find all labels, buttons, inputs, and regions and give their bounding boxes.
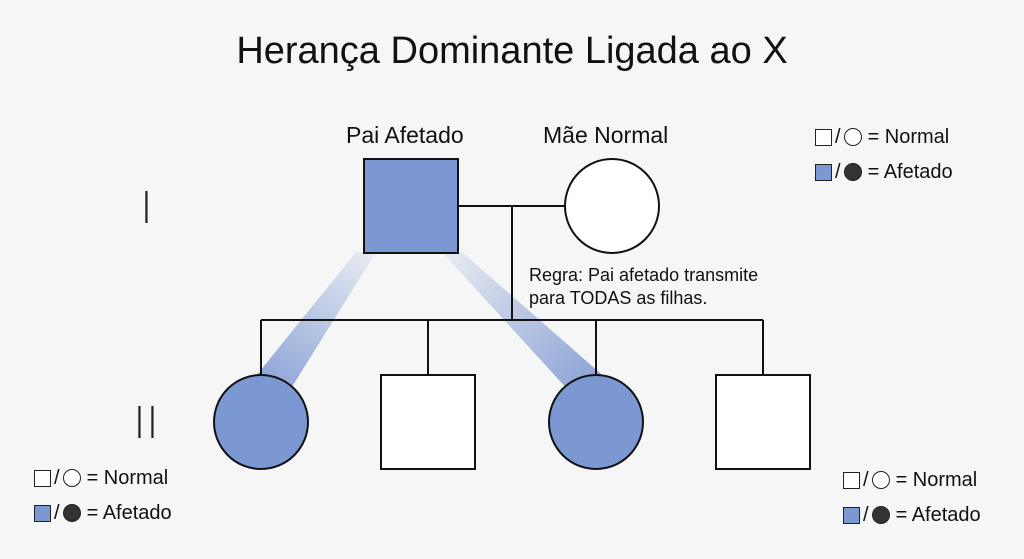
normal-circle-icon bbox=[871, 471, 890, 489]
normal-square-icon bbox=[815, 128, 832, 146]
father-label: Pai Afetado bbox=[346, 122, 464, 148]
legend-row-affected: / = Afetado bbox=[34, 500, 172, 526]
legend-bottom-right: / = Normal / = Afetado bbox=[843, 467, 981, 537]
affected-circle-icon bbox=[62, 504, 81, 522]
legend-slash: / bbox=[835, 125, 841, 148]
legend-slash: / bbox=[863, 503, 869, 526]
generation-label-i: I bbox=[140, 183, 153, 234]
legend-slash: / bbox=[835, 160, 841, 183]
transmission-beam-right bbox=[442, 252, 608, 392]
mother-normal-circle bbox=[564, 158, 660, 254]
rule-line-2: para TODAS as filhas. bbox=[529, 288, 708, 308]
legend-row-normal: / = Normal bbox=[34, 465, 172, 491]
affected-square-icon bbox=[34, 504, 51, 522]
legend-row-affected: / = Afetado bbox=[843, 502, 981, 528]
legend-row-normal: / = Normal bbox=[815, 124, 953, 150]
normal-circle-icon bbox=[843, 128, 862, 146]
normal-circle-icon bbox=[62, 469, 81, 487]
son-2-normal-square bbox=[715, 374, 811, 470]
rule-line-1: Regra: Pai afetado transmite bbox=[529, 265, 759, 285]
mother-label: Mãe Normal bbox=[543, 122, 669, 148]
legend-row-normal: / = Normal bbox=[843, 467, 981, 493]
daughter-1-affected-circle bbox=[213, 374, 309, 470]
generation-label-ii: II bbox=[133, 398, 159, 449]
legend-row-affected: / = Afetado bbox=[815, 159, 953, 185]
legend-affected-label: = Afetado bbox=[895, 503, 981, 526]
legend-top-right: / = Normal / = Afetado bbox=[815, 124, 953, 194]
normal-square-icon bbox=[34, 469, 51, 487]
affected-circle-icon bbox=[843, 163, 862, 181]
legend-normal-label: = Normal bbox=[895, 468, 978, 491]
legend-bottom-left: / = Normal / = Afetado bbox=[34, 465, 172, 535]
normal-square-icon bbox=[843, 471, 860, 489]
legend-affected-label: = Afetado bbox=[86, 501, 172, 524]
legend-affected-label: = Afetado bbox=[867, 160, 953, 183]
inheritance-rule: Regra: Pai afetado transmite para TODAS … bbox=[529, 264, 758, 310]
page-title: Herança Dominante Ligada ao X bbox=[236, 30, 788, 72]
legend-normal-label: = Normal bbox=[86, 466, 169, 489]
legend-normal-label: = Normal bbox=[867, 125, 950, 148]
affected-square-icon bbox=[815, 163, 832, 181]
affected-square-icon bbox=[843, 506, 860, 524]
legend-slash: / bbox=[54, 501, 60, 524]
legend-slash: / bbox=[863, 468, 869, 491]
affected-circle-icon bbox=[871, 506, 890, 524]
legend-slash: / bbox=[54, 466, 60, 489]
father-affected-square bbox=[363, 158, 459, 254]
daughter-2-affected-circle bbox=[548, 374, 644, 470]
son-1-normal-square bbox=[380, 374, 476, 470]
